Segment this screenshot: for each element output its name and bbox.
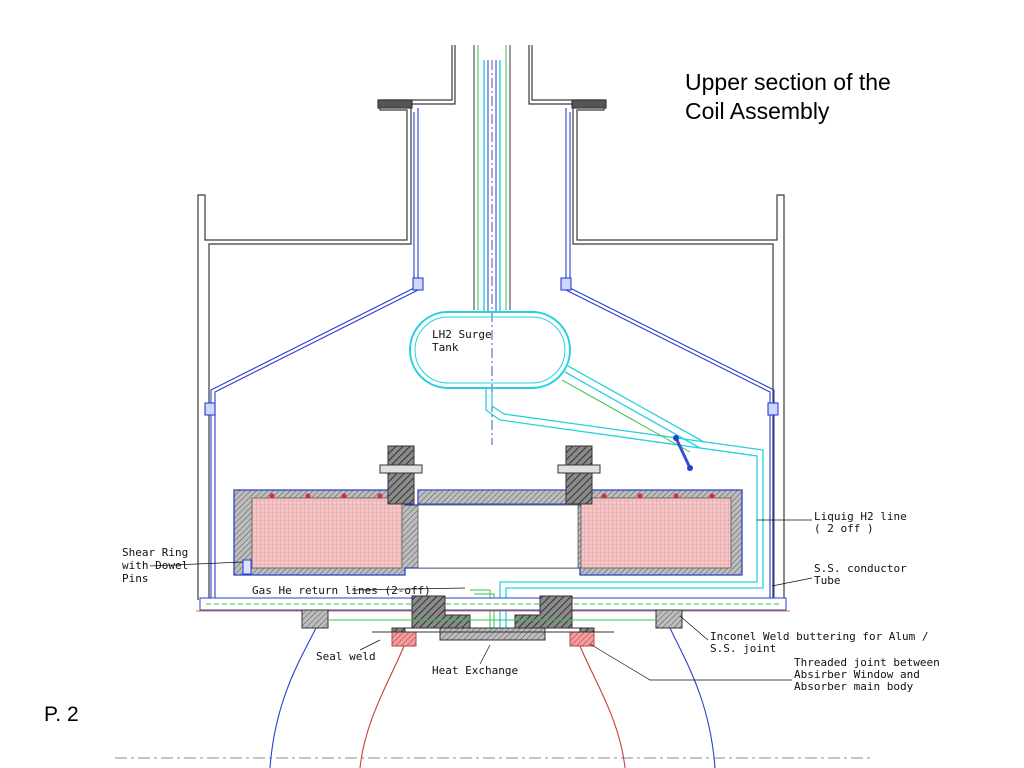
liquid-h2-label-2: ( 2 off ) xyxy=(814,522,874,535)
support-strut xyxy=(673,435,693,471)
central-feed-pipes xyxy=(473,45,511,445)
liquid-h2-lines xyxy=(485,365,764,640)
heat-exchange-label: Heat Exchange xyxy=(432,664,518,677)
title-line-1: Upper section of the xyxy=(685,69,891,95)
drawing-title: Upper section of the Coil Assembly xyxy=(685,68,985,126)
gas-he-lines xyxy=(470,379,691,630)
threaded-label-2: Absirber Window and xyxy=(794,668,920,681)
base-plate xyxy=(196,559,790,612)
absorber-body xyxy=(301,595,683,647)
liquid-h2-label-1: Liquig H2 line xyxy=(814,510,907,523)
ss-conductor-label-2: Tube xyxy=(814,574,841,587)
leader-lines xyxy=(149,519,813,681)
surge-tank-label-1: LH2 Surge xyxy=(432,328,492,341)
surge-tank-label-2: Tank xyxy=(432,341,459,354)
shear-ring-label-2: with Dowel xyxy=(122,559,188,572)
shear-ring-label-1: Shear Ring xyxy=(122,546,188,559)
coil-housing xyxy=(233,489,743,576)
gas-he-label: Gas He return lines (2-off) xyxy=(252,584,431,597)
inconel-label-1: Inconel Weld buttering for Alum / xyxy=(710,630,929,643)
upper-neck-flanges xyxy=(197,45,785,600)
threaded-label-3: Absorber main body xyxy=(794,680,914,693)
coil-winding-right xyxy=(580,497,732,569)
coil-winding-left xyxy=(251,497,403,569)
threaded-label-1: Threaded joint between xyxy=(794,656,940,669)
page-number: P. 2 xyxy=(44,703,79,726)
ss-conductor-label-1: S.S. conductor xyxy=(814,562,907,575)
coil-clamps xyxy=(379,445,601,505)
annotations: Shear Ring with Dowel Pins Gas He return… xyxy=(122,510,940,693)
inner-vessel-shell xyxy=(204,108,779,598)
lh2-surge-tank: LH2 Surge Tank xyxy=(409,311,571,389)
seal-weld-label: Seal weld xyxy=(316,650,376,663)
absorber-window-curves xyxy=(269,627,716,768)
title-line-2: Coil Assembly xyxy=(685,98,830,124)
inconel-label-2: S.S. joint xyxy=(710,642,776,655)
shear-ring-label-3: Pins xyxy=(122,572,149,585)
